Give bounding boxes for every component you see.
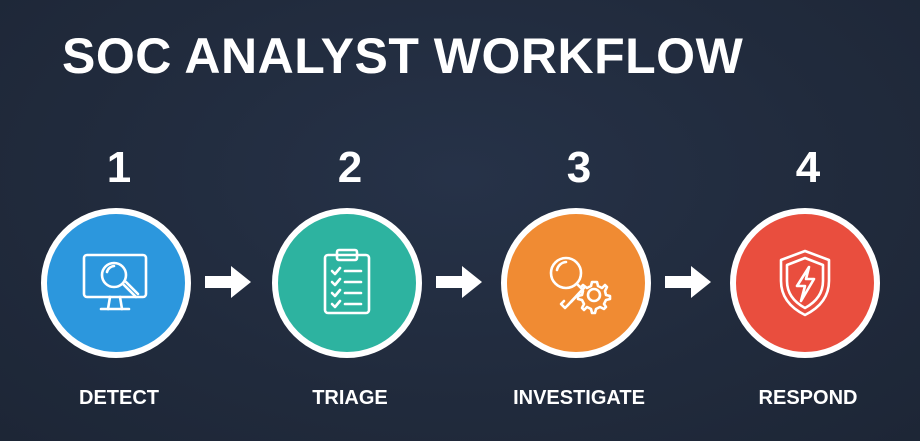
step-number: 1 bbox=[106, 143, 132, 192]
step-detect: 1 DETECT bbox=[29, 0, 209, 441]
step-triage: 2 TRIAGE bbox=[260, 0, 440, 441]
magnifier-gear-icon bbox=[549, 256, 612, 315]
step-circle bbox=[501, 208, 651, 358]
arrow-right-icon bbox=[203, 262, 255, 302]
step-label: TRIAGE bbox=[312, 387, 388, 409]
step-number: 2 bbox=[337, 143, 363, 192]
arrow-right-icon bbox=[663, 262, 715, 302]
monitor-magnifier-icon bbox=[82, 253, 148, 311]
step-label: INVESTIGATE bbox=[513, 387, 645, 409]
step-number: 4 bbox=[795, 143, 821, 192]
step-circle bbox=[730, 208, 880, 358]
arrow-right-icon bbox=[434, 262, 486, 302]
step-label: RESPOND bbox=[758, 387, 858, 409]
step-respond: 4 RESPOND bbox=[718, 0, 898, 441]
step-number: 3 bbox=[566, 143, 592, 192]
step-label: DETECT bbox=[79, 387, 159, 409]
shield-lightning-icon bbox=[779, 249, 831, 317]
step-circle bbox=[272, 208, 422, 358]
clipboard-checklist-icon bbox=[323, 248, 371, 315]
step-circle bbox=[41, 208, 191, 358]
step-investigate: 3 INVESTIGATE bbox=[489, 0, 669, 441]
page-title: SOC ANALYST WORKFLOW bbox=[62, 28, 744, 84]
